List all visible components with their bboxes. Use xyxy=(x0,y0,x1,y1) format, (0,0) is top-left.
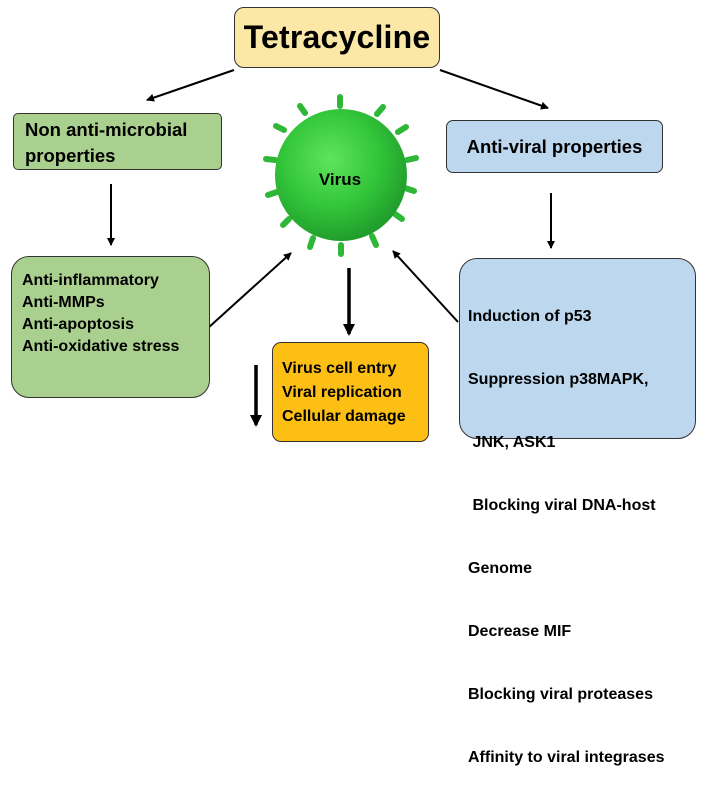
diagram-canvas: Tetracycline Non anti-microbial properti… xyxy=(11,7,696,766)
arrow-title-to-right xyxy=(439,69,549,110)
virus-label: Virus xyxy=(318,170,362,189)
virus-effect-item: Virus cell entry xyxy=(282,360,397,377)
mechanism-item: Genome xyxy=(468,560,533,577)
effect-item: Anti-oxidative stress xyxy=(22,338,180,355)
effect-item: Anti-apoptosis xyxy=(22,316,134,333)
virus-effect-item: Viral replication xyxy=(282,384,402,401)
mechanism-item: Induction of p53 xyxy=(468,308,592,325)
antiviral-box: Anti-viral properties xyxy=(446,120,663,173)
arrow-mechanisms-to-virus xyxy=(392,250,459,323)
effect-item: Anti-inflammatory xyxy=(22,272,159,289)
left-category-line-1: Non anti-microbial xyxy=(25,119,188,140)
mechanism-item: Affinity to viral integrases xyxy=(468,749,665,766)
mechanism-item: Decrease MIF xyxy=(468,623,572,640)
right-category-text: Anti-viral properties xyxy=(466,135,643,157)
antiviral-mechanisms-box: Induction of p53 Suppression p38MAPK, JN… xyxy=(459,258,696,766)
title-box: Tetracycline xyxy=(234,7,440,68)
arrow-title-to-left xyxy=(146,69,235,102)
mechanism-item: Suppression p38MAPK, xyxy=(468,371,649,388)
mechanism-item: Blocking viral proteases xyxy=(468,686,653,703)
mechanism-item: Blocking viral DNA-host xyxy=(468,497,656,514)
non-antimicrobial-effects-box: Anti-inflammatory Anti-MMPs Anti-apoptos… xyxy=(11,256,210,398)
title-text: Tetracycline xyxy=(243,19,431,55)
virus-effects-box: Virus cell entry Viral replication Cellu… xyxy=(272,342,429,442)
connector-layer xyxy=(107,69,555,427)
left-category-line-2: properties xyxy=(25,145,116,166)
arrow-green-to-virus xyxy=(207,252,292,329)
mechanism-item: JNK, ASK1 xyxy=(468,434,556,451)
non-antimicrobial-box: Non anti-microbial properties xyxy=(13,113,222,170)
effect-item: Anti-MMPs xyxy=(22,294,105,311)
virus-icon xyxy=(263,94,419,257)
virus-effect-item: Cellular damage xyxy=(282,408,406,425)
